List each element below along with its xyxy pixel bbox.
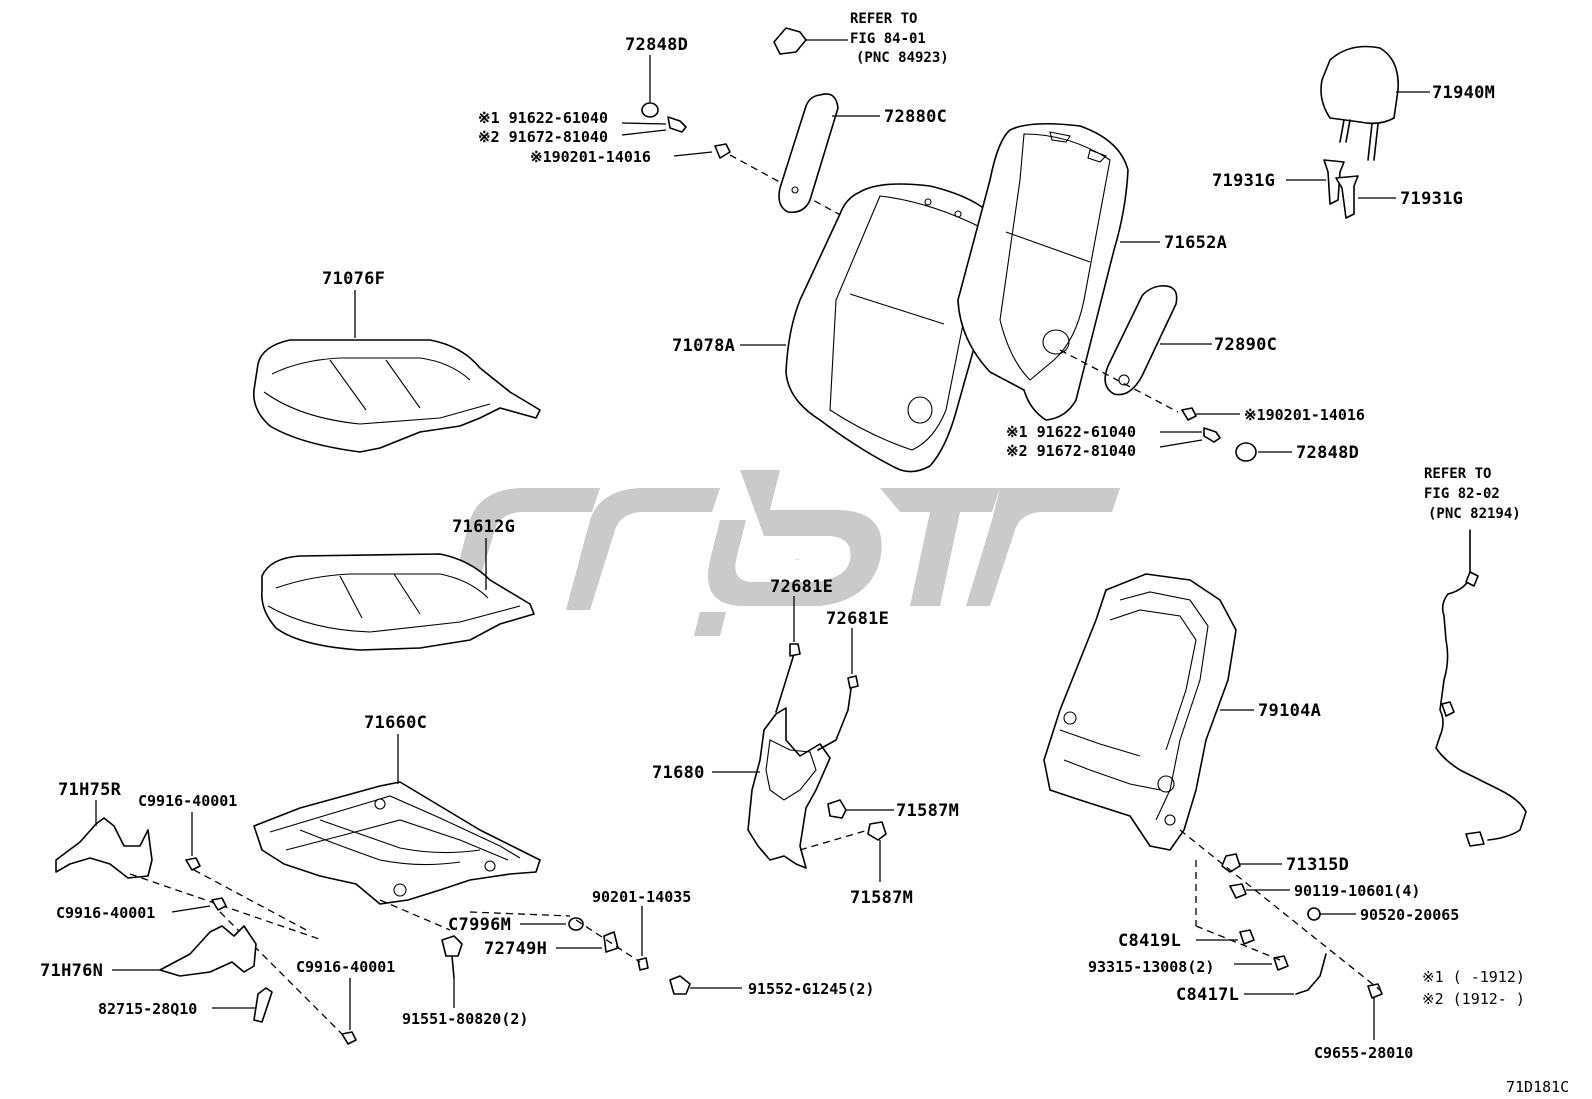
label-91672-right: ※2 91672-81040 xyxy=(1006,442,1136,460)
watermark-text: کوییک xyxy=(795,559,799,561)
label-72749H: 72749H xyxy=(484,939,547,959)
label-90119: 90119-10601(4) xyxy=(1294,882,1420,900)
label-71652A: 71652A xyxy=(1164,233,1227,253)
label-91622-right: ※1 91622-61040 xyxy=(1006,423,1136,441)
label-90201-right: ※190201-14016 xyxy=(1244,406,1365,424)
clip-icon-ref-84-01 xyxy=(773,27,848,55)
watermark-logo: کوییک xyxy=(446,470,1120,636)
label-71078A: 71078A xyxy=(672,336,735,356)
label-71931G-right: 71931G xyxy=(1400,189,1463,209)
label-C8417L: C8417L xyxy=(1176,985,1239,1005)
part-wire-harness xyxy=(1435,529,1527,847)
label-C7996M: C7996M xyxy=(448,915,511,935)
label-C8419L: C8419L xyxy=(1118,931,1181,951)
label-C9655: C9655-28010 xyxy=(1314,1044,1413,1062)
label-71680: 71680 xyxy=(652,763,705,783)
part-71H75R-cover xyxy=(55,800,323,941)
label-72890C: 72890C xyxy=(1214,335,1277,355)
label-71660C: 71660C xyxy=(364,713,427,733)
label-72880C: 72880C xyxy=(884,107,947,127)
part-71076F-cushion-cover xyxy=(253,290,541,453)
label-71931G-left: 71931G xyxy=(1212,171,1275,191)
label-C9916-b: C9916-40001 xyxy=(56,904,155,922)
label-71315D: 71315D xyxy=(1286,855,1349,875)
label-72848D-top: 72848D xyxy=(625,35,688,55)
label-93315: 93315-13008(2) xyxy=(1088,958,1214,976)
part-79104A-seatback-frame xyxy=(1043,573,1254,851)
label-71076F: 71076F xyxy=(322,269,385,289)
note-2: ※2 (1912- ) xyxy=(1422,990,1525,1008)
part-71612G-cushion-pad xyxy=(260,538,535,651)
label-72681E-b: 72681E xyxy=(826,609,889,629)
part-group-frame-bolts xyxy=(441,906,742,1008)
label-90201-14035: 90201-14035 xyxy=(592,888,691,906)
label-91551: 91551-80820(2) xyxy=(402,1010,528,1028)
ref-82-02-line2: FIG 82-02 xyxy=(1424,486,1500,502)
ref-84-01-line3: (PNC 84923) xyxy=(856,50,949,66)
label-71612G: 71612G xyxy=(452,517,515,537)
label-71H76N: 71H76N xyxy=(40,961,103,981)
label-C9916-c: C9916-40001 xyxy=(296,958,395,976)
ref-84-01-line2: FIG 84-01 xyxy=(850,31,926,47)
part-group-bottom-right-fasteners xyxy=(1179,829,1383,1040)
part-71660C-seat-frame xyxy=(253,734,571,931)
label-72681E-a: 72681E xyxy=(770,577,833,597)
ref-82-02-line1: REFER TO xyxy=(1424,466,1491,482)
part-71680-lumbar xyxy=(712,596,859,869)
label-79104A: 79104A xyxy=(1258,701,1321,721)
label-82715: 82715-28Q10 xyxy=(98,1000,197,1018)
ref-84-01-line1: REFER TO xyxy=(850,11,917,27)
part-71078A-seatback-cover xyxy=(740,183,1002,473)
ref-82-02-line3: (PNC 82194) xyxy=(1428,506,1521,522)
label-71587M-b: 71587M xyxy=(850,888,913,908)
label-91672-top: ※2 91672-81040 xyxy=(478,128,608,146)
label-C9916-a: C9916-40001 xyxy=(138,792,237,810)
part-71931G-guides xyxy=(1286,159,1396,219)
part-71H76N-cover xyxy=(112,925,257,977)
label-71587M-a: 71587M xyxy=(896,801,959,821)
part-72890C-garnish xyxy=(1059,285,1212,413)
diagram-id: 71D181C xyxy=(1506,1078,1569,1096)
part-72880C-garnish xyxy=(778,93,880,214)
part-82715-clamp xyxy=(212,987,273,1023)
part-71652A-seatback-pad xyxy=(957,122,1160,421)
label-72848D-right: 72848D xyxy=(1296,443,1359,463)
part-71587M-clips xyxy=(799,799,894,882)
note-1: ※1 ( -1912) xyxy=(1422,968,1525,986)
label-71H75R: 71H75R xyxy=(58,780,122,800)
label-71940M: 71940M xyxy=(1432,83,1495,103)
label-91552: 91552-G1245(2) xyxy=(748,980,874,998)
label-91622-top: ※1 91622-61040 xyxy=(478,109,608,127)
label-90201-top: ※190201-14016 xyxy=(530,148,651,166)
label-90520: 90520-20065 xyxy=(1360,906,1459,924)
part-group-right-fasteners xyxy=(1159,407,1292,462)
part-71940M-headrest xyxy=(1320,45,1430,161)
